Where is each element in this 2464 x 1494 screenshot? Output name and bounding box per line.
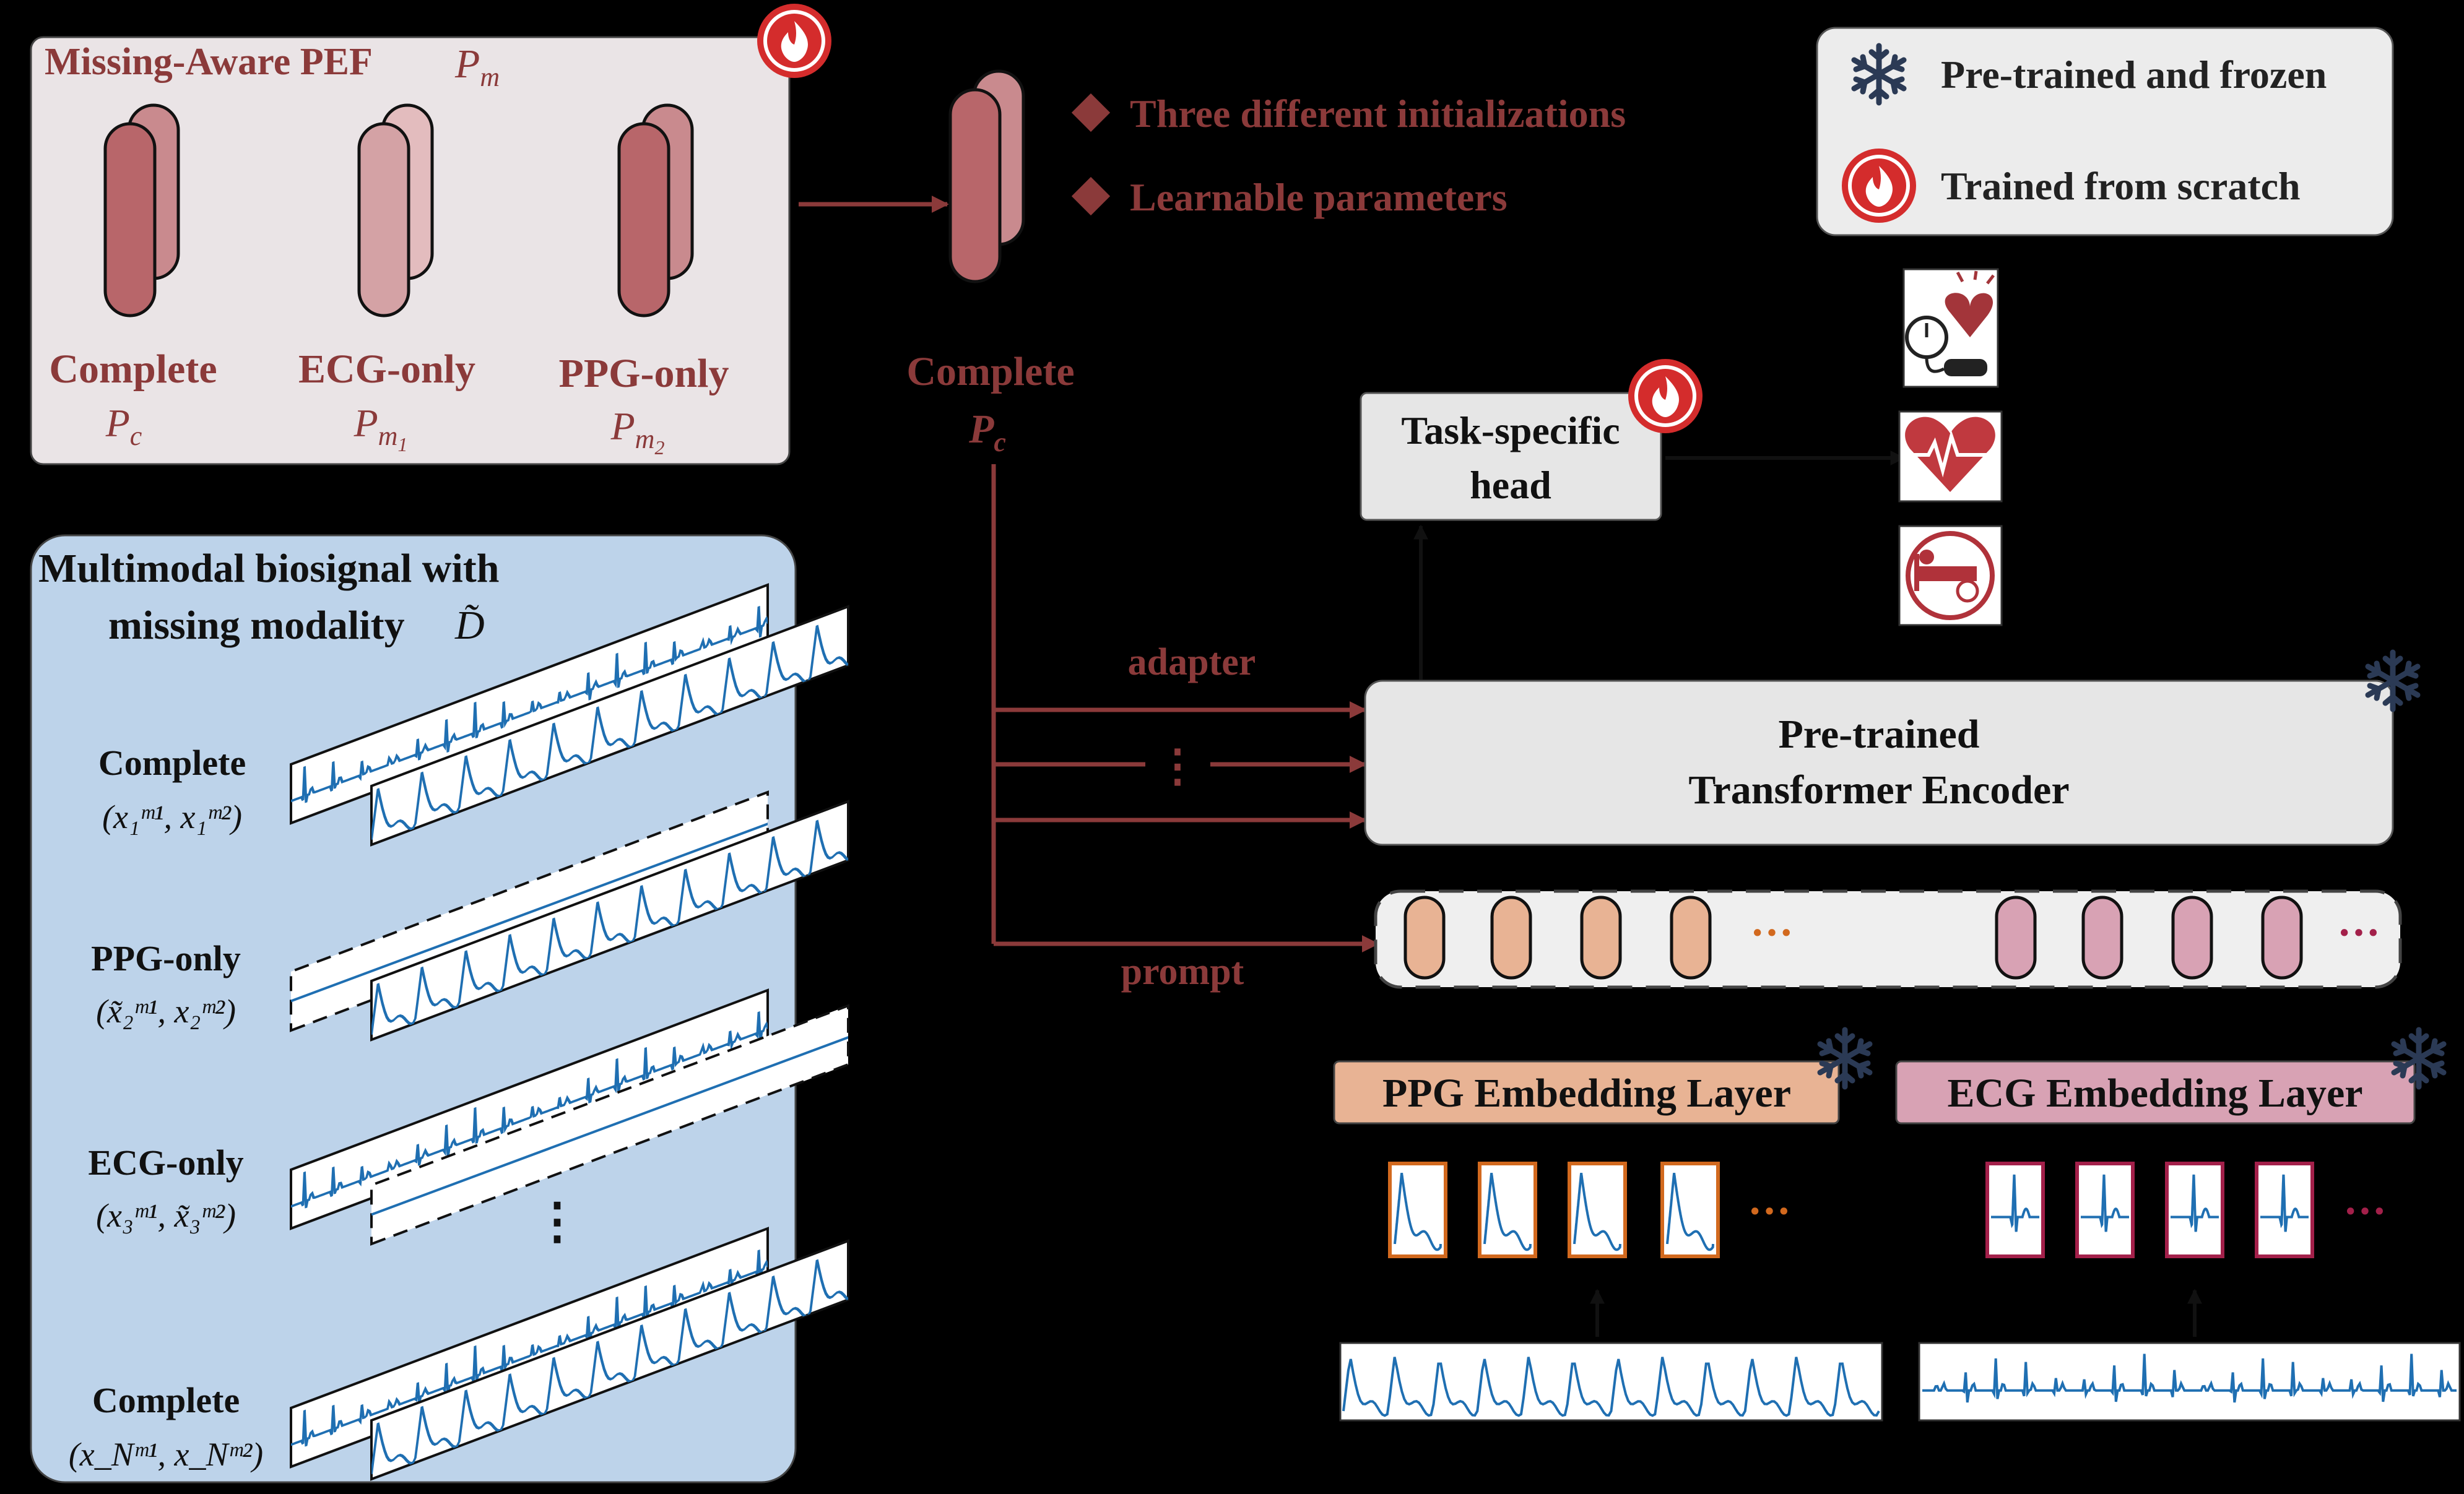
ppg-token-3 (1580, 896, 1622, 980)
task-head-line1: Task-specific (1401, 408, 1620, 452)
ecg-token-ellipsis: ··· (2337, 909, 2380, 957)
flame-icon (1842, 149, 1916, 223)
pef-panel-title: Missing-Aware PEF (45, 41, 373, 83)
adapter-vdots: ⋮ (1155, 741, 1200, 791)
ppg-patch-2 (1478, 1162, 1537, 1258)
blood-pressure-icon (1902, 268, 1999, 388)
row-formula-ecg-only: (x₃ᵐ¹, x̃₃ᵐ²) (96, 1197, 236, 1234)
pef-item-label-complete: Complete (49, 347, 217, 392)
transformer-encoder: Pre-trained Transformer Encoder (1364, 652, 2418, 846)
biosignal-panel: Multimodal biosignal with missing modali… (30, 534, 849, 1483)
biosignal-title-line1: Multimodal biosignal with (38, 546, 499, 591)
ppg-token-1 (1403, 896, 1446, 980)
ecg-patch-2 (2075, 1162, 2135, 1258)
ppg-token-ellipsis: ··· (1750, 909, 1794, 957)
strip-ecg-only-ppg-missing (370, 1004, 849, 1246)
adapter-label: adapter (1128, 641, 1256, 683)
init-note-learnable: Learnable parameters (1130, 175, 1507, 219)
row-label-complete-n: Complete (92, 1380, 240, 1420)
connections: adapter ⋮ prompt (991, 464, 1379, 993)
legend: Pre-trained and frozen Trained from scra… (1816, 27, 2394, 236)
ppg-patch-ellipsis: ··· (1748, 1188, 1791, 1235)
ecg-token-2 (2081, 896, 2123, 980)
row-formula-complete-1: (x₁ᵐ¹, x₁ᵐ²) (102, 798, 242, 836)
init-note-initializations: Three different initializations (1130, 92, 1626, 136)
biosignal-title-symbol: D̃ (454, 603, 485, 648)
ecg-patch-ellipsis: ··· (2343, 1188, 2387, 1235)
ppg-embedding-layer: PPG Embedding Layer (1333, 1030, 1870, 1125)
row-formula-ppg-only: (x̃₂ᵐ¹, x₂ᵐ²) (96, 993, 236, 1030)
selected-prompt-pill (950, 71, 1023, 282)
trained-from-scratch-icon (757, 4, 831, 78)
ppg-token-4 (1670, 896, 1712, 980)
strip-complete-1-ppg (370, 605, 849, 847)
pef-item-label-ppg-only: PPG-only (559, 351, 729, 396)
encoder-line2: Transformer Encoder (1688, 767, 2069, 813)
selected-prompt-symbol: Pc (968, 407, 1006, 457)
ecg-token-1 (1995, 896, 2037, 980)
sleep-icon (1898, 525, 2003, 626)
pef-item-label-ecg-only: ECG-only (298, 347, 475, 392)
selected-prompt-label: Complete (906, 349, 1074, 394)
head-trained-icon (1628, 359, 1703, 433)
ppg-embedding-label: PPG Embedding Layer (1382, 1071, 1791, 1116)
pef-item-symbol-ppg-only: Pm2 (610, 404, 665, 459)
ppg-token-2 (1490, 896, 1532, 980)
ecg-embedding-label: ECG Embedding Layer (1947, 1071, 2362, 1116)
legend-frozen-label: Pre-trained and frozen (1941, 53, 2327, 97)
prompt-label: prompt (1121, 951, 1244, 993)
row-formula-complete-n: (x_Nᵐ¹, x_Nᵐ²) (69, 1436, 263, 1473)
pef-item-symbol-ecg-only: Pm1 (354, 401, 408, 456)
ppg-patches (1388, 1162, 1720, 1258)
ppg-patch-4 (1660, 1162, 1720, 1258)
pef-panel: Missing-Aware PEF Pm Complete Pc ECG-onl… (30, 4, 831, 465)
signal-strips (290, 583, 849, 1481)
row-label-ecg-only: ECG-only (88, 1142, 243, 1183)
encoder-line1: Pre-trained (1778, 712, 1979, 757)
ecg-patch-1 (1985, 1162, 2045, 1258)
biosignal-title-line2: missing modality (108, 603, 405, 648)
ecg-patches (1985, 1162, 2314, 1258)
ecg-patch-4 (2255, 1162, 2314, 1258)
ppg-patch-3 (1568, 1162, 1627, 1258)
pef-item-symbol-complete: Pc (105, 401, 142, 451)
ppg-raw-signal (1339, 1342, 1883, 1422)
strip-ppg-only-ppg (370, 800, 849, 1042)
ecg-token-3 (2171, 896, 2213, 980)
ppg-patch-1 (1388, 1162, 1447, 1258)
legend-scratch-label: Trained from scratch (1941, 164, 2301, 208)
ecg-raw-signal (1918, 1342, 2461, 1422)
ecg-embedding-layer: ECG Embedding Layer (1895, 1030, 2444, 1125)
task-specific-head: Task-specific head (1360, 359, 1703, 521)
ecg-token-4 (2261, 896, 2303, 980)
ecg-patch-3 (2165, 1162, 2224, 1258)
pef-panel-title-symbol: Pm (454, 41, 500, 92)
biosignal-vdots: ⋮ (532, 1194, 582, 1249)
heart-rate-icon (1898, 410, 2003, 503)
init-notes: Three different initializations Learnabl… (1071, 92, 1626, 219)
row-label-complete-1: Complete (98, 743, 246, 783)
strip-complete-n-ppg (370, 1239, 849, 1481)
task-head-line2: head (1470, 463, 1551, 507)
row-label-ppg-only: PPG-only (91, 938, 241, 978)
token-bar: ··· ··· (1374, 889, 2402, 989)
